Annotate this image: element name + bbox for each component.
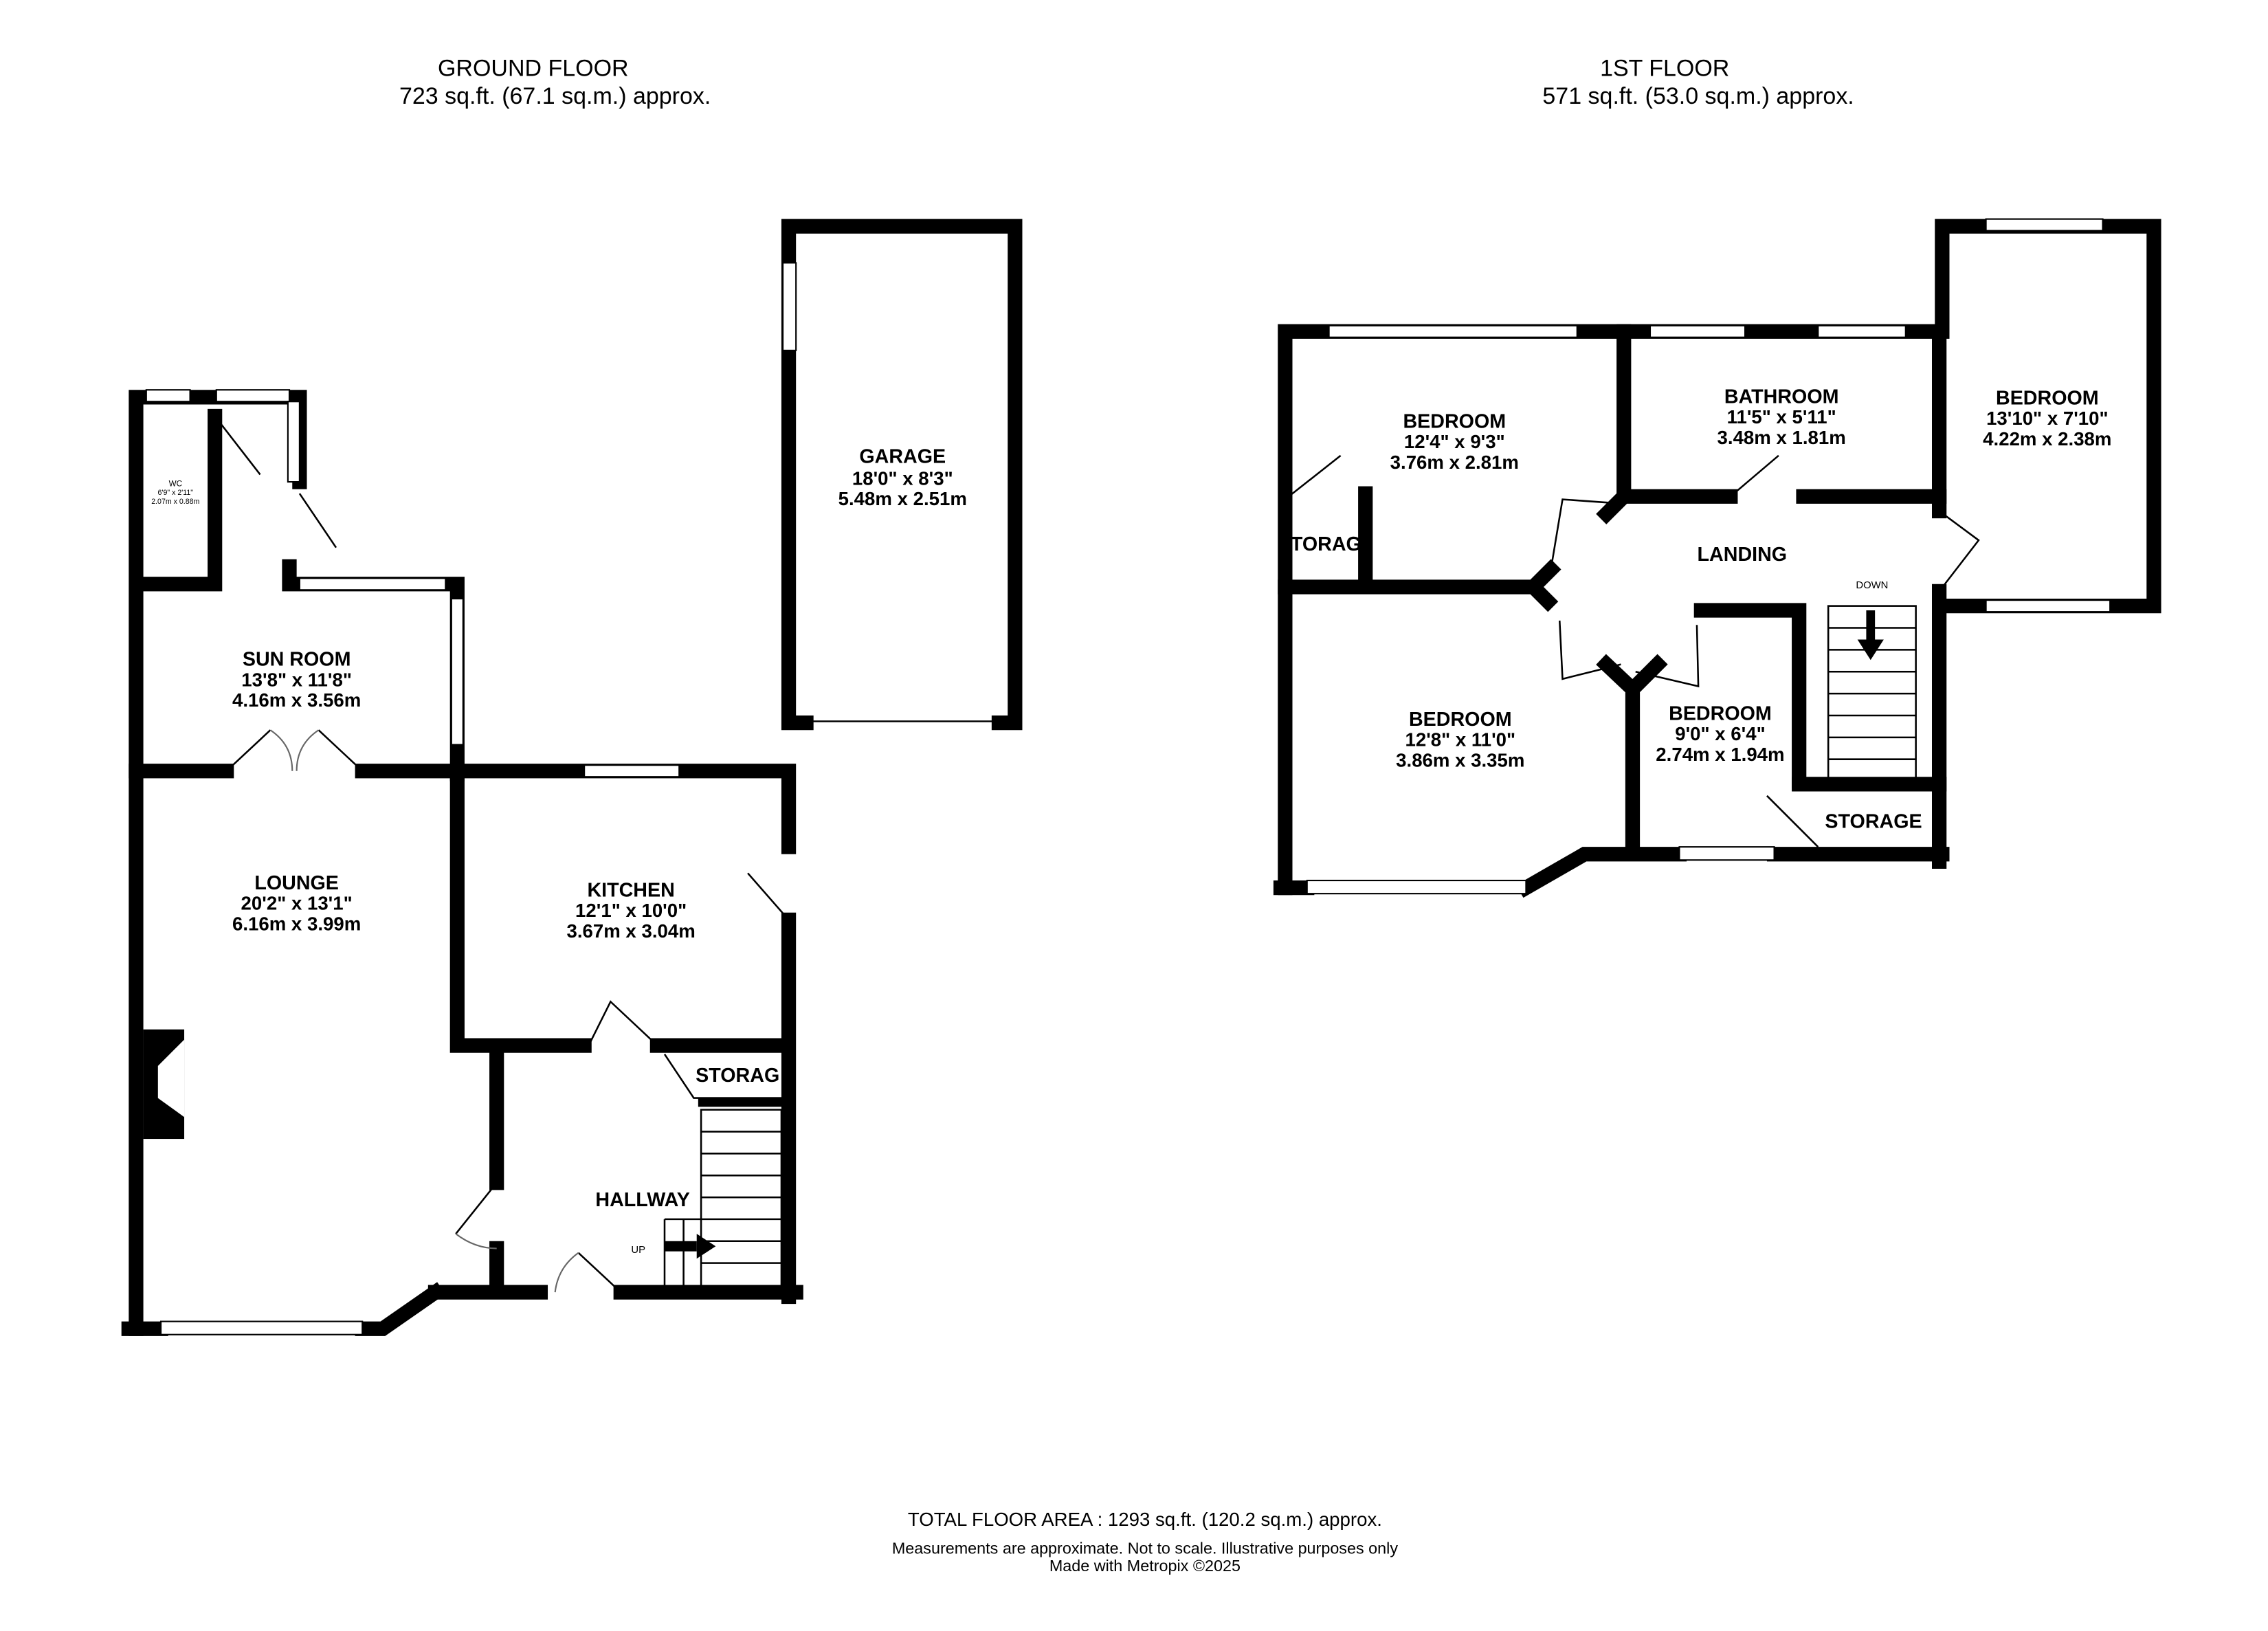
bedroom3-imperial: 12'8" x 11'0"	[1405, 729, 1515, 751]
kitchen-metric: 3.67m x 3.04m	[566, 920, 695, 942]
ground-floor-walls	[121, 219, 1023, 1336]
first-floor-walls	[1273, 218, 2161, 898]
ground-floor-title: GROUND FLOOR	[438, 55, 629, 81]
bedroom1-name: BEDROOM	[1403, 410, 1506, 432]
first-stairs	[1827, 605, 1917, 782]
bedroom2-imperial: 13'10" x 7'10"	[1986, 408, 2109, 429]
sun-room-metric: 4.16m x 3.56m	[232, 689, 361, 711]
bedroom2-metric: 4.22m x 2.38m	[1983, 428, 2111, 450]
first-floor-area: 571 sq.ft. (53.0 sq.m.) approx.	[1542, 83, 1854, 109]
bedroom1-metric: 3.76m x 2.81m	[1390, 452, 1519, 473]
disclaimer: Measurements are approximate. Not to sca…	[892, 1539, 1398, 1557]
first-storage-name: STORAGE	[1825, 811, 1922, 833]
wc-imperial: 6'9" x 2'11"	[158, 489, 194, 497]
first-storage-left-name: TORAG	[1291, 533, 1361, 555]
lounge-name: LOUNGE	[254, 872, 339, 894]
ground-stairs	[663, 1109, 783, 1294]
bathroom-metric: 3.48m x 1.81m	[1717, 427, 1846, 448]
stairs-up-label: UP	[631, 1245, 645, 1256]
first-floor-title: 1ST FLOOR	[1600, 55, 1729, 81]
stairs-down-label: DOWN	[1856, 580, 1888, 591]
wc-metric: 2.07m x 0.88m	[151, 498, 199, 506]
bedroom4-imperial: 9'0" x 6'4"	[1675, 723, 1765, 744]
bedroom4-name: BEDROOM	[1669, 702, 1772, 724]
garage-metric: 5.48m x 2.51m	[838, 488, 967, 509]
lounge-imperial: 20'2" x 13'1"	[241, 893, 353, 914]
bedroom4-metric: 2.74m x 1.94m	[1656, 744, 1784, 765]
hallway-name: HALLWAY	[595, 1189, 689, 1211]
bedroom1-imperial: 12'4" x 9'3"	[1404, 431, 1505, 452]
ground-floor-area: 723 sq.ft. (67.1 sq.m.) approx.	[399, 83, 711, 109]
sun-room-name: SUN ROOM	[243, 649, 351, 671]
kitchen-imperial: 12'1" x 10'0"	[575, 900, 687, 921]
credit: Made with Metropix ©2025	[1049, 1557, 1241, 1575]
total-floor-area: TOTAL FLOOR AREA : 1293 sq.ft. (120.2 sq…	[908, 1509, 1382, 1530]
garage-name: GARAGE	[859, 445, 946, 467]
bedroom3-metric: 3.86m x 3.35m	[1396, 749, 1524, 770]
bedroom3-name: BEDROOM	[1409, 709, 1512, 731]
ground-storage-name: STORAG	[696, 1065, 779, 1087]
lounge-metric: 6.16m x 3.99m	[232, 913, 361, 934]
kitchen-name: KITCHEN	[587, 879, 674, 901]
sun-room-imperial: 13'8" x 11'8"	[241, 669, 352, 690]
bedroom2-name: BEDROOM	[1996, 387, 2099, 409]
landing-name: LANDING	[1698, 544, 1788, 566]
wc-name: WC	[169, 479, 182, 488]
bathroom-imperial: 11'5" x 5'11"	[1727, 406, 1836, 428]
bathroom-name: BATHROOM	[1724, 386, 1839, 408]
garage-imperial: 18'0" x 8'3"	[852, 467, 953, 489]
